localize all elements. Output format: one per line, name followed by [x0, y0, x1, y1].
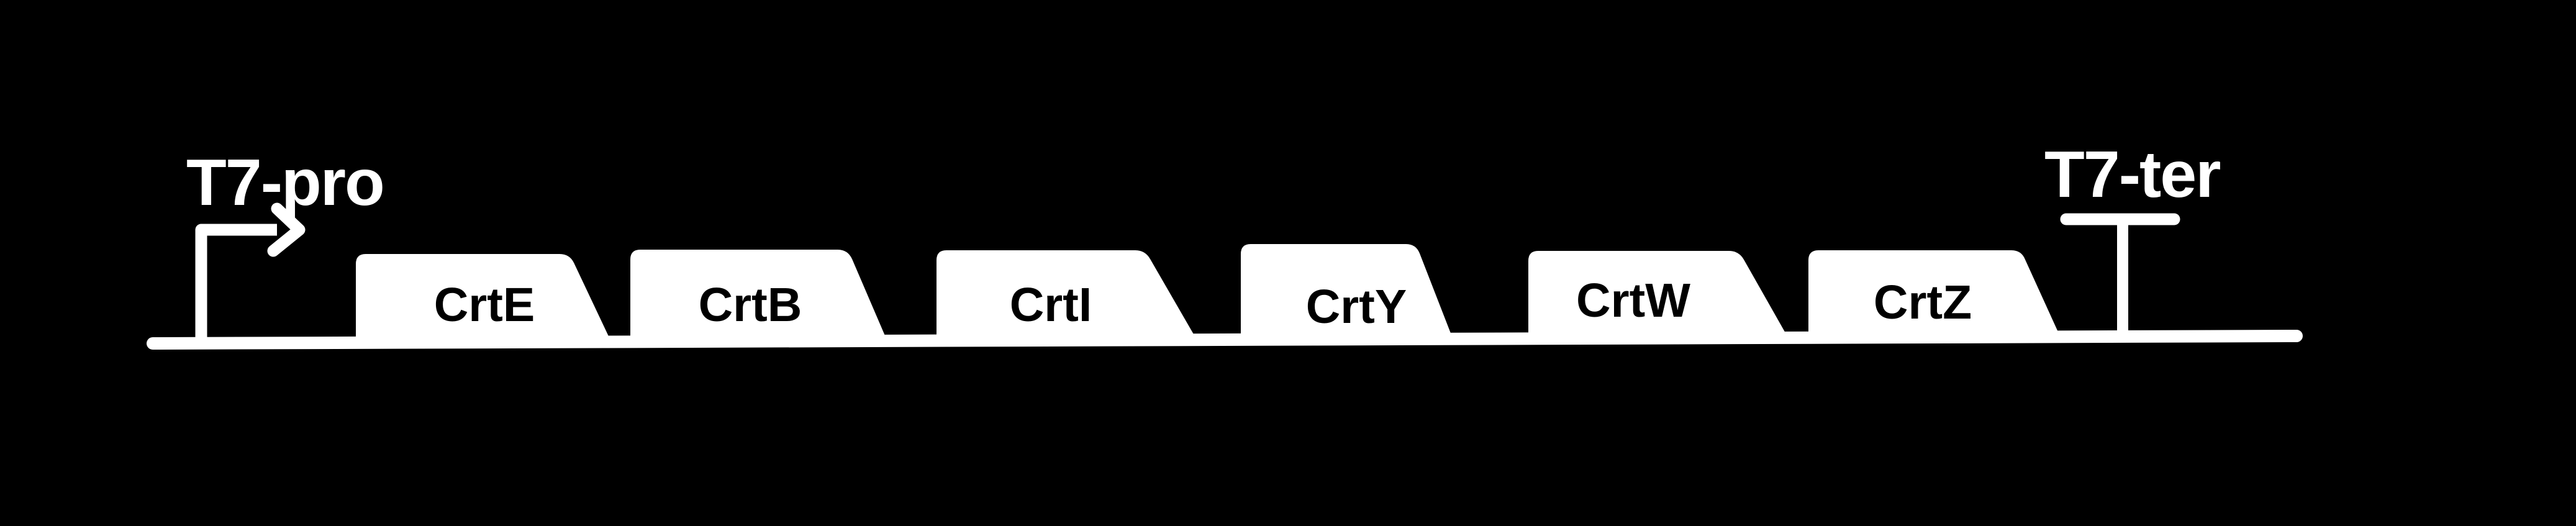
cds-trapezoid — [1241, 244, 1454, 343]
promoter-arrowhead — [267, 202, 306, 257]
terminator-label: T7-ter — [2044, 138, 2220, 211]
cds-trapezoid — [937, 250, 1199, 343]
gene-label: CrtI — [1010, 278, 1092, 332]
gene-glyph-crtz: CrtZ — [1808, 250, 2063, 343]
gene-glyph-crty: CrtY — [1241, 244, 1454, 343]
cds-trapezoid — [1528, 251, 1791, 343]
gene-glyph-crtw: CrtW — [1528, 251, 1791, 343]
gene-glyph-crte: CrtE — [356, 254, 612, 343]
promoter-label: T7-pro — [186, 146, 384, 219]
gene-label: CrtZ — [1874, 276, 1972, 329]
bent-arrow-promoter-icon — [195, 202, 306, 347]
cds-trapezoid — [1808, 250, 2063, 343]
gene-glyph-crti: CrtI — [937, 250, 1199, 343]
gene-label: CrtW — [1576, 274, 1690, 327]
gene-label: CrtY — [1306, 280, 1407, 333]
gene-label: CrtB — [699, 278, 802, 332]
cds-trapezoid — [630, 250, 888, 343]
t-bar-terminator-icon — [2060, 213, 2180, 340]
gene-glyph-crtb: CrtB — [630, 250, 888, 343]
gene-label: CrtE — [434, 278, 535, 332]
promoter-elbow-line — [195, 224, 277, 347]
cds-trapezoid — [356, 254, 612, 343]
